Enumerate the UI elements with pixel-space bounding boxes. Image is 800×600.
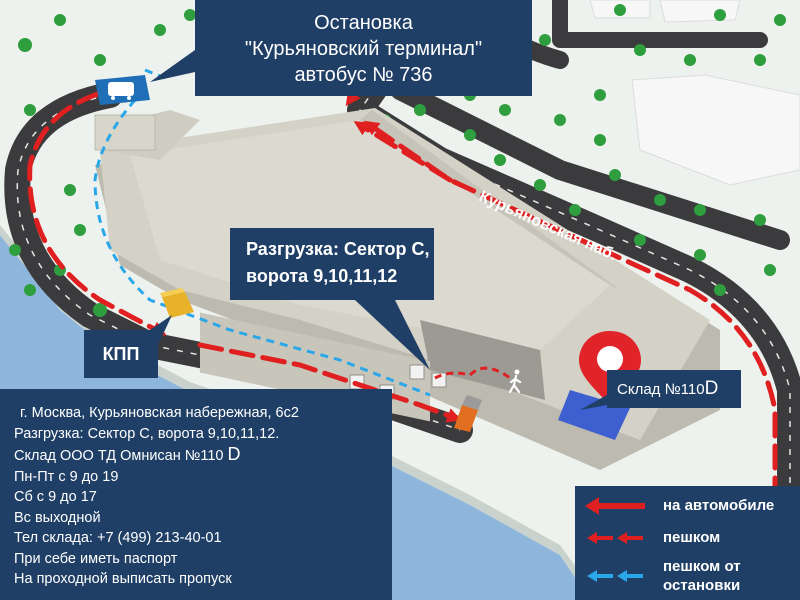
warehouse-label: Склад №110 [617, 381, 705, 398]
bus-stop-title: Остановка [314, 12, 413, 34]
unloading-sector: Разгрузка: Сектор С, [246, 239, 430, 259]
bus-route: автобус № 736 [294, 64, 433, 86]
legend-from-stop-2: остановки [663, 577, 741, 594]
warehouse-callout-pointer [580, 395, 607, 410]
warehouse-name: Склад ООО ТД Омнисан №110 [14, 448, 224, 464]
legend: на автомобиле пешком пешком от остановки [575, 486, 800, 600]
unloading-info: Разгрузка: Сектор С, ворота 9,10,11,12. [14, 425, 280, 442]
legend-on-foot: пешком [663, 529, 721, 546]
warehouse-callout: Склад №110D [607, 370, 741, 408]
bus-stop-callout: Остановка "Курьяновский терминал" автобу… [195, 0, 532, 96]
unloading-gates: ворота 9,10,11,12 [246, 266, 398, 286]
bus-icon [95, 75, 150, 105]
foot-route [434, 366, 511, 380]
pedestrian-icon [508, 369, 522, 394]
phone: Тел склада: +7 (499) 213-40-01 [14, 530, 222, 546]
road-markings [16, 0, 791, 600]
neighbouring-buildings [589, 0, 800, 186]
hours-weekdays: Пн-Пт с 9 до 19 [14, 468, 119, 485]
warehouse-110-d-block [558, 390, 630, 440]
hours-saturday: Сб с 9 до 17 [14, 489, 97, 505]
unloading-callout: Разгрузка: Сектор С, ворота 9,10,11,12 [230, 228, 434, 300]
hours-sunday: Вс выходной [14, 509, 101, 526]
note-passport: При себе иметь паспорт [14, 550, 178, 567]
checkpoint-callout: КПП [84, 330, 158, 378]
car-route-legend-icon [585, 497, 645, 515]
truck-icon [454, 395, 482, 432]
car-route [27, 0, 778, 503]
legend-by-car: на автомобиле [663, 497, 775, 514]
warehouse-letter-info: D [227, 444, 241, 464]
foot-route-legend-icon [587, 532, 643, 544]
unloading-callout-pointer [355, 300, 430, 370]
legend-symbols [585, 497, 645, 582]
warehouse-letter: D [704, 378, 719, 399]
foot-from-stop-legend-icon [587, 570, 643, 582]
note-pass: На проходной выписать пропуск [14, 571, 232, 587]
bus-stop-name: "Курьяновский терминал" [244, 38, 483, 60]
address: г. Москва, Курьяновская набережная, 6с2 [20, 405, 299, 421]
legend-from-stop-1: пешком от [663, 558, 741, 575]
checkpoint-booth-icon [160, 288, 194, 318]
info-panel: г. Москва, Курьяновская набережная, 6с2 … [0, 389, 392, 600]
